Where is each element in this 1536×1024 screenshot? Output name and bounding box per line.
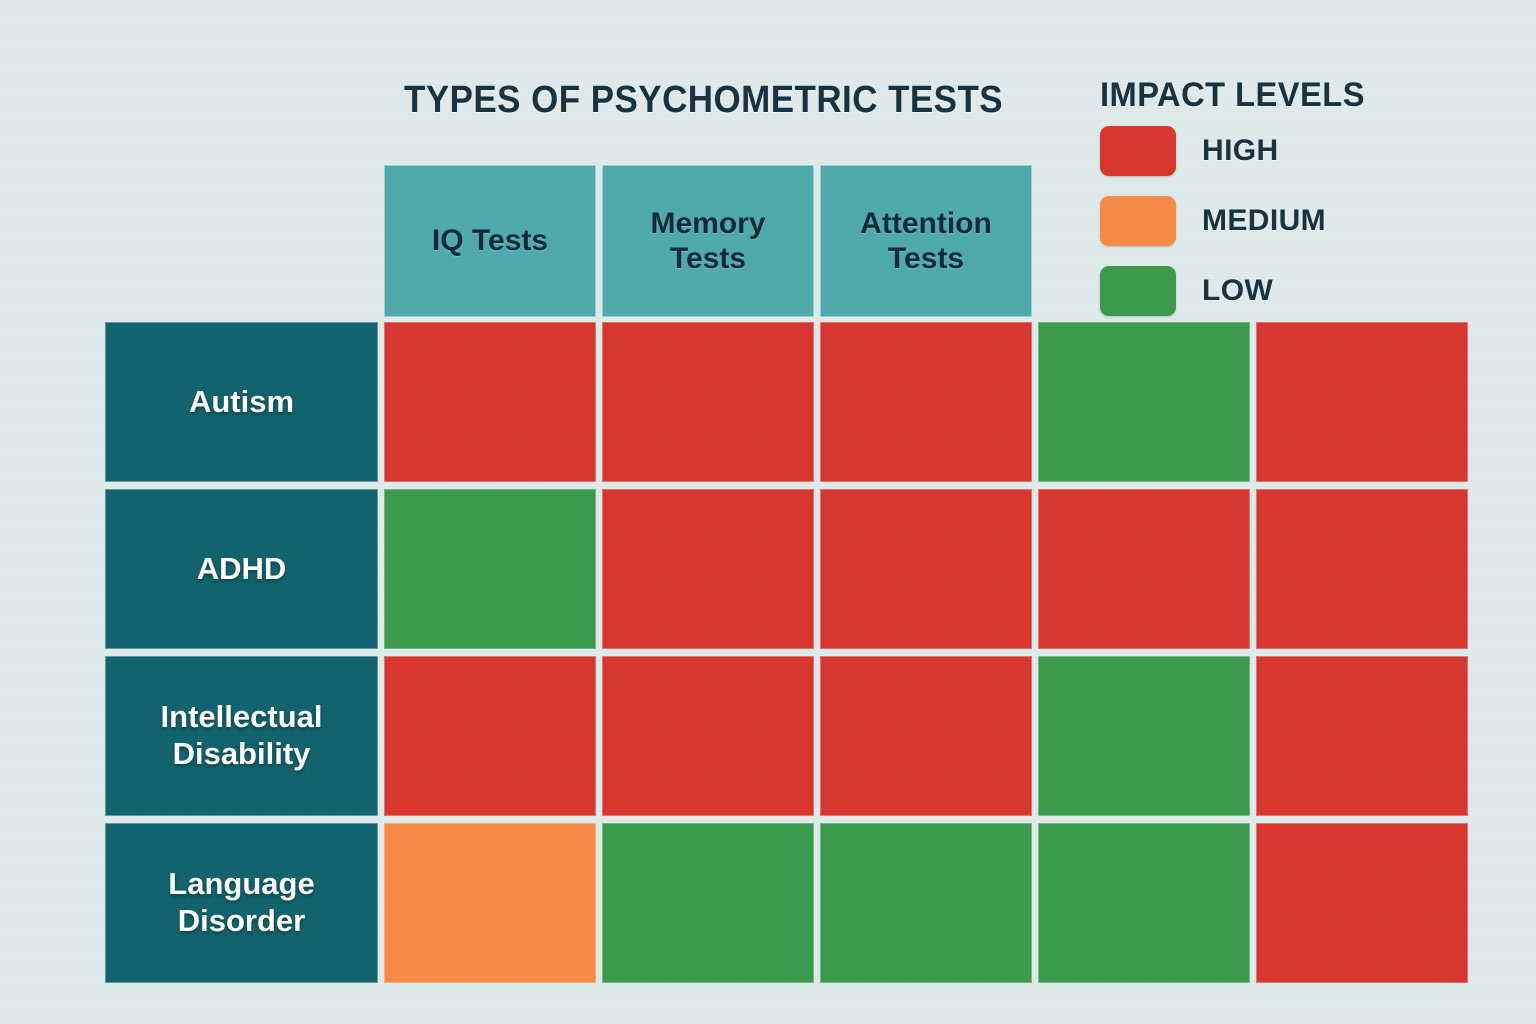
- heatmap-cell[interactable]: [384, 489, 596, 649]
- legend-label-medium: MEDIUM: [1202, 204, 1327, 237]
- matrix-row: ADHD: [105, 489, 1468, 649]
- heatmap-cell[interactable]: [384, 322, 596, 482]
- heatmap-cell[interactable]: [820, 489, 1032, 649]
- heatmap-cell[interactable]: [1038, 823, 1250, 983]
- legend-label-high: HIGH: [1202, 134, 1279, 167]
- heatmap-cell[interactable]: [602, 656, 814, 816]
- row-label-language-disorder: Language Disorder: [105, 823, 378, 983]
- legend-swatch-medium-icon: [1100, 196, 1176, 246]
- legend-swatch-high-icon: [1100, 126, 1176, 176]
- heatmap-cell[interactable]: [384, 656, 596, 816]
- heatmap-matrix: Autism ADHD Intellectual Disability: [105, 322, 1468, 983]
- matrix-row: Autism: [105, 322, 1468, 482]
- legend-item-medium: MEDIUM: [1100, 186, 1430, 256]
- heatmap-cell[interactable]: [1038, 656, 1250, 816]
- row-label-autism: Autism: [105, 322, 378, 482]
- heatmap-cell[interactable]: [1038, 322, 1250, 482]
- column-header-label: Attention Tests: [860, 206, 992, 275]
- heatmap-cell[interactable]: [602, 322, 814, 482]
- heatmap-cell[interactable]: [1038, 489, 1250, 649]
- legend-label-low: LOW: [1202, 274, 1274, 307]
- legend-title: IMPACT LEVELS: [1100, 76, 1365, 114]
- heatmap-cell[interactable]: [820, 322, 1032, 482]
- page-title: TYPES OF PSYCHOMETRIC TESTS: [404, 79, 1004, 121]
- row-label-adhd: ADHD: [105, 489, 378, 649]
- heatmap-cell[interactable]: [1256, 823, 1468, 983]
- row-label-text: ADHD: [196, 550, 287, 586]
- heatmap-cell[interactable]: [384, 823, 596, 983]
- matrix-row: Intellectual Disability: [105, 656, 1468, 816]
- column-header-label: Memory Tests: [650, 206, 766, 275]
- column-header-memory-tests: Memory Tests: [602, 165, 814, 317]
- legend: IMPACT LEVELS HIGH MEDIUM LOW: [1100, 74, 1430, 326]
- legend-swatch-low-icon: [1100, 266, 1176, 316]
- heatmap-cell[interactable]: [602, 489, 814, 649]
- heatmap-cell[interactable]: [1256, 656, 1468, 816]
- heatmap-cell[interactable]: [820, 823, 1032, 983]
- column-header-attention-tests: Attention Tests: [820, 165, 1032, 317]
- row-label-intellectual-disability: Intellectual Disability: [105, 656, 378, 816]
- column-header-row: IQ Tests Memory Tests Attention Tests: [384, 165, 1032, 317]
- heatmap-cell[interactable]: [1256, 322, 1468, 482]
- column-header-iq-tests: IQ Tests: [384, 165, 596, 317]
- heatmap-cell[interactable]: [1256, 489, 1468, 649]
- row-label-text: Autism: [188, 383, 295, 419]
- heatmap-cell[interactable]: [602, 823, 814, 983]
- column-header-label: IQ Tests: [431, 224, 549, 258]
- row-label-text: Language Disorder: [168, 866, 315, 938]
- legend-item-low: LOW: [1100, 256, 1430, 326]
- legend-item-high: HIGH: [1100, 116, 1430, 186]
- heatmap-cell[interactable]: [820, 656, 1032, 816]
- matrix-row: Language Disorder: [105, 823, 1468, 983]
- row-label-text: Intellectual Disability: [160, 699, 323, 771]
